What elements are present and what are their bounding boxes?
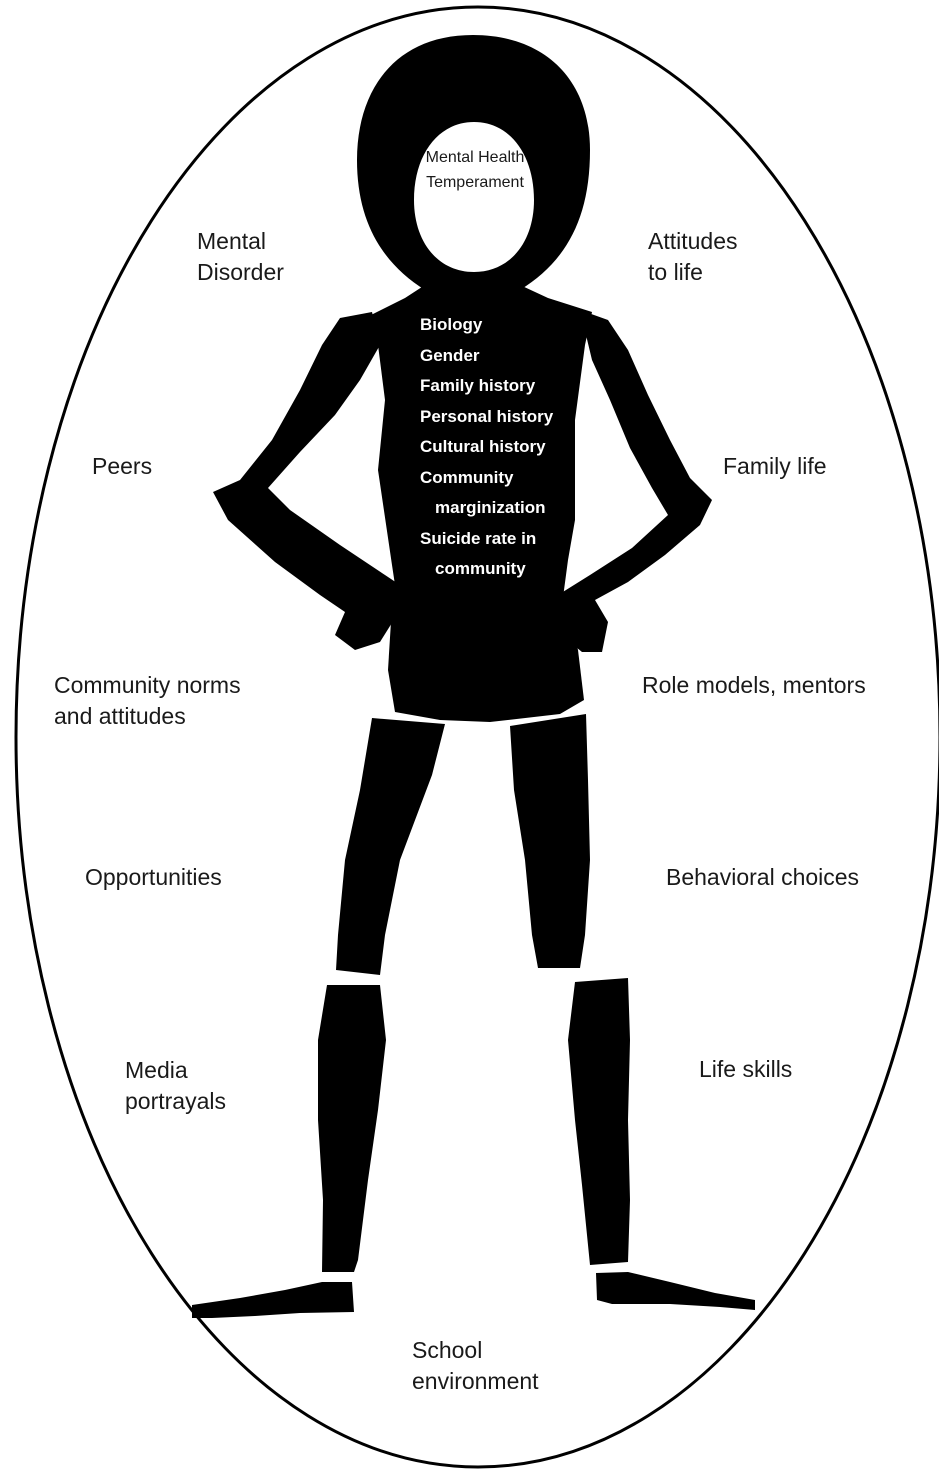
label-line: School — [412, 1335, 539, 1366]
label-line: Opportunities — [85, 862, 222, 893]
label-role-models: Role models, mentors — [642, 670, 866, 701]
label-line: environment — [412, 1366, 539, 1397]
label-line: and attitudes — [54, 701, 241, 732]
environment-oval — [16, 7, 939, 1467]
label-line: Life skills — [699, 1054, 792, 1085]
figure-left-thigh — [336, 718, 445, 975]
torso-factor-text: Suicide rate in — [420, 529, 536, 548]
label-family-life: Family life — [723, 451, 827, 482]
label-school-environment: School environment — [412, 1335, 539, 1397]
label-line: Family life — [723, 451, 827, 482]
torso-factor-text-continued: community — [420, 554, 553, 585]
label-line: to life — [648, 257, 738, 288]
torso-factor-text: Community — [420, 468, 514, 487]
label-peers: Peers — [92, 451, 152, 482]
torso-factor-text: Personal history — [420, 407, 553, 426]
label-line: Behavioral choices — [666, 862, 859, 893]
head-label: Mental Health Temperament — [410, 145, 540, 195]
torso-factor-item: Family history — [420, 371, 553, 402]
torso-factor-text: Family history — [420, 376, 535, 395]
torso-factor-item: Gender — [420, 341, 553, 372]
label-life-skills: Life skills — [699, 1054, 792, 1085]
torso-factor-item: Cultural history — [420, 432, 553, 463]
label-mental-disorder: Mental Disorder — [197, 226, 284, 288]
label-line: portrayals — [125, 1086, 226, 1117]
label-line: Media — [125, 1055, 226, 1086]
label-community-norms: Community norms and attitudes — [54, 670, 241, 732]
torso-factor-text: Gender — [420, 346, 480, 365]
torso-factor-text-continued: marginization — [420, 493, 553, 524]
label-line: Role models, mentors — [642, 670, 866, 701]
label-line: Attitudes — [648, 226, 738, 257]
torso-factor-item: Community marginization — [420, 463, 553, 524]
label-opportunities: Opportunities — [85, 862, 222, 893]
figure-right-foot — [596, 1272, 755, 1310]
head-label-line: Mental Health — [410, 145, 540, 170]
label-attitudes-to-life: Attitudes to life — [648, 226, 738, 288]
torso-factor-text: Cultural history — [420, 437, 546, 456]
label-behavioral-choices: Behavioral choices — [666, 862, 859, 893]
label-line: Community norms — [54, 670, 241, 701]
figure-left-shin — [318, 985, 386, 1272]
torso-factor-item: Suicide rate in community — [420, 524, 553, 585]
torso-factor-item: Biology — [420, 310, 553, 341]
label-line: Disorder — [197, 257, 284, 288]
label-line: Peers — [92, 451, 152, 482]
label-media-portrayals: Media portrayals — [125, 1055, 226, 1117]
torso-factor-item: Personal history — [420, 402, 553, 433]
figure-left-arm — [213, 312, 400, 650]
figure-right-thigh — [510, 714, 590, 968]
torso-factor-text: Biology — [420, 315, 482, 334]
figure-hips — [388, 605, 584, 722]
figure-left-foot — [192, 1282, 354, 1318]
label-line: Mental — [197, 226, 284, 257]
head-label-line: Temperament — [410, 170, 540, 195]
torso-factor-list: Biology Gender Family history Personal h… — [420, 310, 553, 585]
figure-right-shin — [568, 978, 630, 1265]
